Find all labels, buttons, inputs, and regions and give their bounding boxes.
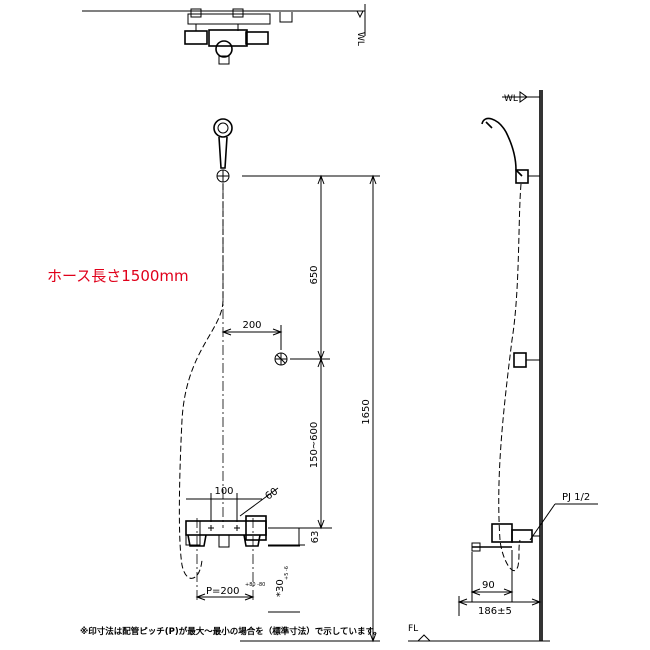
dim-186: 186±5 (478, 606, 512, 617)
dim-30: *30 (275, 579, 286, 597)
dim-30-tol: +5 -6 (284, 566, 290, 580)
dim-1650: 1650 (361, 399, 372, 424)
top-plan-view: WL (82, 4, 366, 65)
pj-label: PJ 1/2 (562, 492, 590, 503)
dim-200: 200 (242, 320, 261, 331)
front-view (178, 118, 288, 600)
front-dimensions: 650 150~600 1650 200 100 60 63 P=200 +80… (47, 174, 382, 643)
fl-label: FL (408, 624, 418, 634)
hose-length-label: ホース長さ1500mm (47, 267, 189, 285)
dim-63: 63 (310, 531, 321, 544)
dim-90: 90 (482, 580, 495, 591)
dimension-note: ※印寸法は配管ピッチ(P)が最大～最小の場合を（標準寸法）で示しています。 (80, 626, 382, 637)
dim-100: 100 (214, 486, 233, 497)
wl-side-label: WL (504, 94, 518, 104)
dim-pitch-tol: +80 -80 (245, 582, 265, 588)
wl-top-label: WL (355, 32, 365, 46)
dim-150-600: 150~600 (309, 422, 320, 469)
side-view: WL PJ 1/2 90 186±5 (408, 90, 598, 642)
dim-pitch: P=200 (206, 586, 240, 597)
dim-650: 650 (309, 265, 320, 284)
